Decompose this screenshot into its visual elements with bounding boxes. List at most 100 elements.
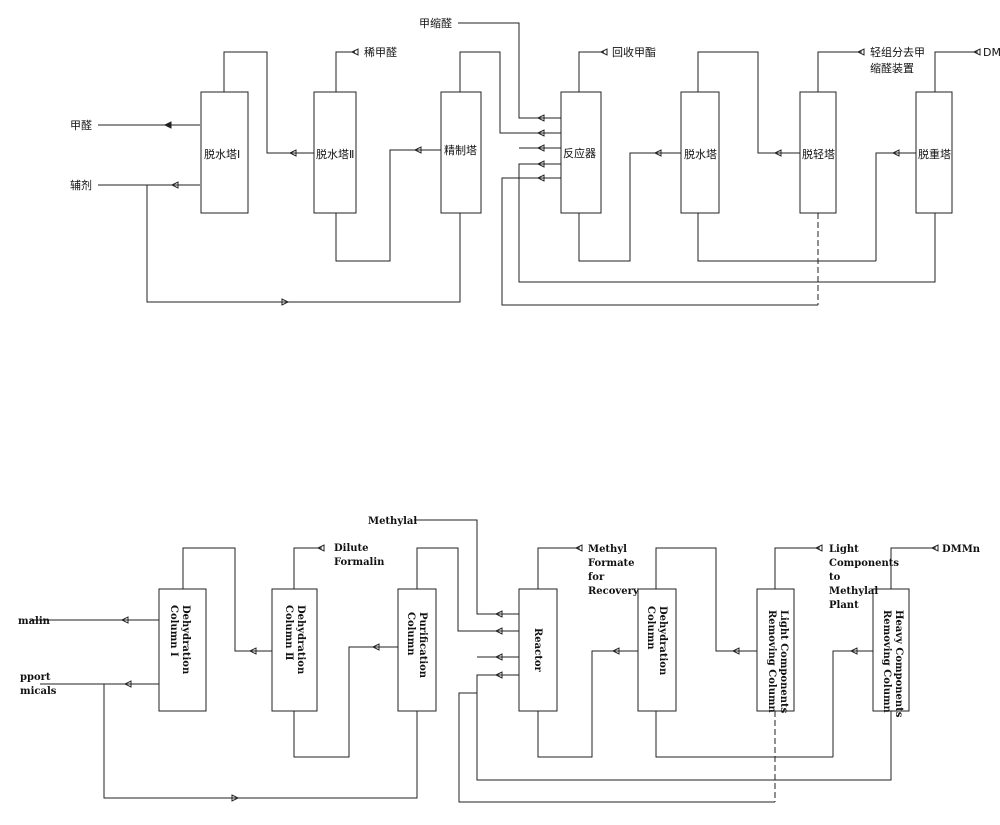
- label-column-1-b: Column Ⅰ: [168, 605, 179, 657]
- label-dilute: 稀甲醛: [364, 45, 397, 59]
- stream-c2-c3: [335, 149, 441, 262]
- arrow-icon: [773, 149, 782, 157]
- label-column-1: 脱水塔Ⅰ: [204, 147, 240, 161]
- dehydration-column-2: [313, 91, 357, 214]
- arrow-icon: [248, 647, 257, 655]
- stream-reactor-c5: [537, 650, 638, 758]
- stream-c2-c3: [293, 646, 398, 758]
- label-column-2-b: Column Ⅱ: [283, 605, 294, 660]
- arrow-icon: [494, 627, 503, 635]
- label-formalin: 甲醛: [70, 118, 92, 132]
- stream-reactor-c5: [578, 152, 681, 262]
- label-dilute-2: Formalin: [334, 557, 385, 568]
- label-recover-4: Recovery: [588, 586, 640, 597]
- label-product: DMMn: [942, 544, 981, 555]
- arrow-icon: [170, 181, 179, 189]
- stream-methylal: [414, 519, 519, 615]
- arrow-icon: [611, 647, 620, 655]
- label-product: DMMn: [983, 46, 1000, 59]
- stream-recover: [537, 547, 580, 589]
- label-light-1: 轻组分去甲: [870, 45, 925, 59]
- label-light-2: 缩醛装置: [870, 61, 914, 75]
- label-light-5: Plant: [829, 600, 859, 611]
- arrow-icon: [494, 653, 503, 661]
- recycle-light-bottom: [458, 692, 775, 803]
- label-aux-2: micals: [20, 686, 57, 697]
- stream-c3-recycle: [146, 185, 461, 303]
- arrow-icon: [316, 544, 325, 552]
- arrow-icon: [350, 48, 359, 56]
- chinese-diagram: 甲醛 辅剂 脱水塔Ⅰ 脱水塔Ⅱ 精制塔 反应器 脱水塔 脱轻塔 脱重塔 稀甲醛 …: [70, 16, 1000, 306]
- stream-c1-c2: [182, 547, 272, 652]
- label-methylal: Methylal: [368, 516, 417, 527]
- light-removing-column: [799, 91, 837, 214]
- reactor: [560, 91, 602, 214]
- arrow-icon: [972, 48, 981, 56]
- purification-column: [440, 91, 482, 214]
- arrow-icon: [123, 680, 132, 688]
- label-recover: 回收甲酯: [612, 45, 656, 59]
- arrow-icon: [891, 149, 900, 157]
- label-column-7: 脱重塔: [918, 147, 951, 161]
- recycle-heavy: [518, 163, 936, 283]
- label-light-2: Components: [829, 558, 899, 569]
- stream-c3-reactor: [459, 51, 561, 134]
- arrow-icon: [536, 160, 545, 168]
- english-diagram: malin pport micals Dilute Formalin Methy…: [18, 516, 981, 803]
- label-column-6-a: Light Components: [778, 610, 789, 714]
- light-removing-column: [756, 588, 795, 712]
- arrow-icon: [371, 643, 380, 651]
- arrow-icon: [288, 149, 297, 157]
- dehydration-column-1: [158, 588, 207, 712]
- arrow-icon: [536, 174, 545, 182]
- label-methylal: 甲缩醛: [419, 16, 452, 30]
- label-column-3: 精制塔: [444, 144, 477, 157]
- label-reactor: 反应器: [563, 146, 596, 160]
- arrow-icon: [536, 129, 545, 137]
- arrow-icon: [599, 48, 608, 56]
- arrow-icon: [849, 647, 858, 655]
- stream-light: [774, 547, 820, 589]
- label-column-5-a: Dehydration: [657, 606, 668, 676]
- label-formalin: malin: [18, 616, 51, 627]
- arrow-icon: [856, 48, 865, 56]
- label-aux-1: pport: [20, 672, 51, 683]
- heavy-removing-column: [872, 588, 910, 712]
- recycle-light-bottom: [501, 177, 818, 306]
- arrow-icon: [163, 121, 172, 129]
- recycle-heavy: [476, 674, 892, 781]
- stream-dilute: [293, 547, 322, 589]
- label-column-2: 脱水塔Ⅱ: [316, 147, 354, 161]
- stream-light: [817, 51, 862, 92]
- label-light-4: Methylal: [829, 586, 878, 597]
- label-light-3: to: [829, 572, 841, 583]
- label-column-2-a: Dehydration: [295, 605, 306, 675]
- arrow-icon: [930, 544, 939, 552]
- purification-column: [397, 588, 437, 712]
- stream-product: [934, 51, 978, 92]
- stream-c6-c7: [832, 650, 873, 757]
- stream-c5-c6: [697, 51, 800, 154]
- arrow-icon: [814, 544, 823, 552]
- label-reactor: Reactor: [532, 628, 543, 673]
- label-column-3-a: Purification: [417, 612, 428, 679]
- label-column-6: 脱轻塔: [802, 147, 835, 161]
- arrow-icon: [494, 610, 503, 618]
- label-light-1: Light: [829, 544, 859, 555]
- stream-c1-c2: [223, 51, 314, 154]
- arrow-icon: [494, 671, 503, 679]
- stream-c3-reactor: [416, 547, 519, 632]
- stream-c6-c7: [875, 152, 916, 261]
- dehydration-column-1: [200, 91, 249, 214]
- stream-dilute: [335, 51, 355, 92]
- stream-c3-recycle: [103, 684, 418, 799]
- dehydration-column: [680, 91, 720, 214]
- stream-c5-bottom: [697, 213, 876, 262]
- label-column-5-b: Column: [645, 606, 656, 650]
- label-aux: 辅剂: [70, 178, 92, 192]
- label-recover-2: Formate: [588, 558, 635, 569]
- label-dilute-1: Dilute: [334, 543, 369, 554]
- arrow-icon: [413, 146, 422, 154]
- stream-methylal: [458, 22, 561, 119]
